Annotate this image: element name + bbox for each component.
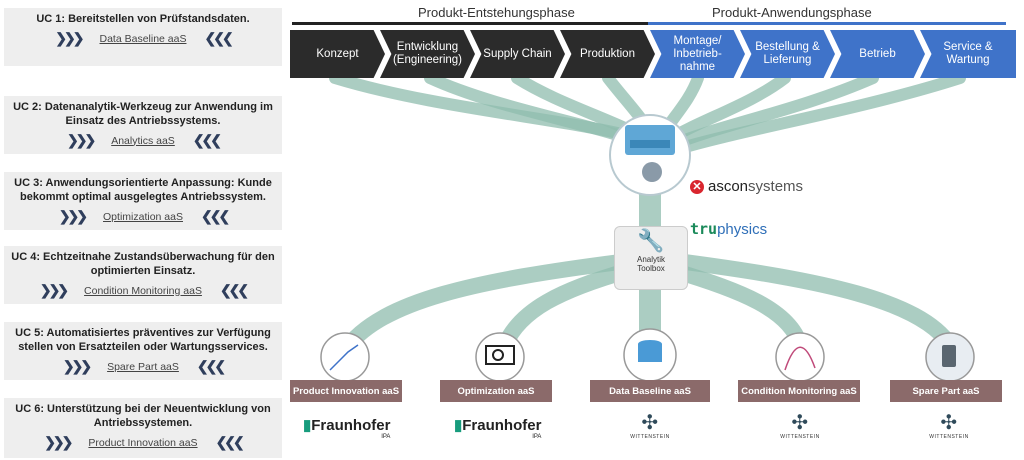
chevron-right-icon: ❯❯❯ [55,30,84,46]
use-case-link[interactable]: Condition Monitoring aaS [84,284,202,297]
wittenstein-mark-icon: ✣ [791,412,809,434]
phase-line-left [292,22,648,25]
wittenstein-text: WITTENSTEIN [780,434,820,440]
phase-betrieb: Betrieb [830,30,925,78]
stream-product-innovation [337,254,628,358]
phase-service: Service & Wartung [920,30,1016,78]
use-case-title: UC 4: Echtzeitnahe Zustandsüberwachung f… [11,251,275,277]
database-icon-body [638,344,662,362]
fraunhofer-text: Fraunhofer [462,417,542,434]
chevron-left-icon: ❮❮❮ [192,132,222,148]
phase-montage: Montage/ Inbetrieb- nahme [650,30,745,78]
fraunhofer-mark-icon: ▮ [454,417,463,434]
service-circle-condition [775,332,825,382]
wrench-hand-icon: 🔧 [637,228,665,253]
chevron-right-icon: ❯❯❯ [44,434,73,450]
phase-konzept: Konzept [290,30,385,78]
wittenstein-text: WITTENSTEIN [929,434,969,440]
use-case-title: UC 1: Bereitstellen von Prüfstandsdaten. [36,13,250,25]
use-case-3: UC 3: Anwendungsorientierte Anpassung: K… [4,172,282,230]
use-case-5: UC 5: Automatisiertes präventives zur Ve… [4,322,282,380]
fraunhofer-logo-1: ▮Fraunhofer IPA [303,416,390,440]
phone-icon [942,345,956,367]
phase-line-right [648,22,1006,25]
chevron-left-icon: ❮❮❮ [219,282,249,298]
phase-header-left: Produkt-Entstehungsphase [418,5,575,20]
stream-service [669,72,966,156]
fraunhofer-ipa: IPA [532,434,542,440]
use-case-title: UC 2: Datenanalytik-Werkzeug zur Anwendu… [13,101,273,127]
fraunhofer-mark-icon: ▮ [303,417,312,434]
use-case-link[interactable]: Optimization aaS [103,210,183,223]
monitor-icon [485,345,515,365]
phase-supply-chain: Supply Chain [470,30,565,78]
stream-betrieb [666,72,879,151]
phase-bestellung: Bestellung & Lieferung [740,30,835,78]
use-case-4: UC 4: Echtzeitnahe Zustandsüberwachung f… [4,246,282,304]
use-case-title: UC 6: Unterstützung bei der Neuentwicklu… [15,403,271,429]
chevron-right-icon: ❯❯❯ [66,132,96,148]
use-case-link[interactable]: Product Innovation aaS [88,436,198,449]
use-case-2: UC 2: Datenanalytik-Werkzeug zur Anwendu… [4,96,282,154]
service-circle-product-innovation [320,332,370,382]
wittenstein-logo-2: ✣ WITTENSTEIN [775,412,825,440]
chevron-left-icon: ❮❮❮ [215,434,245,450]
wittenstein-text: WITTENSTEIN [630,434,670,440]
wittenstein-logo-1: ✣ WITTENSTEIN [625,412,675,440]
chevron-left-icon: ❮❮❮ [196,358,226,374]
chevron-right-icon: ❯❯❯ [62,358,92,374]
use-case-1: UC 1: Bereitstellen von Prüfstandsdaten.… [4,8,282,66]
wittenstein-mark-icon: ✣ [940,412,958,434]
fraunhofer-text: Fraunhofer [311,417,391,434]
trend-icon [784,346,816,371]
phase-header-right: Produkt-Anwendungsphase [712,5,872,20]
chevron-right-icon: ❯❯❯ [58,208,88,224]
service-optimization[interactable]: Optimization aaS [440,380,552,402]
chevron-right-icon: ❯❯❯ [39,282,69,298]
toolbox-label-1: Analytik [636,255,665,264]
truphysics-text-b: physics [717,221,768,238]
truphysics-text-a: tru [690,220,718,238]
service-product-innovation[interactable]: Product Innovation aaS [290,380,402,402]
chart-icon [329,344,359,371]
phase-entwicklung: Entwicklung (Engineering) [380,30,475,78]
ascon-logo-text-b: systems [748,178,804,195]
toolbox-label-2: Toolbox [637,264,665,273]
stream-optimization [497,262,638,353]
use-case-title: UC 5: Automatisiertes präventives zur Ve… [15,327,271,353]
use-case-link[interactable]: Analytics aaS [111,134,175,147]
service-data-baseline[interactable]: Data Baseline aaS [590,380,710,402]
fraunhofer-logo-2: ▮Fraunhofer IPA [454,416,541,440]
wittenstein-logo-3: ✣ WITTENSTEIN [924,412,974,440]
magnifier-icon [492,349,504,361]
use-case-6: UC 6: Unterstützung bei der Neuentwicklu… [4,398,282,458]
test-bench-detail [630,140,670,148]
phase-row: Konzept Entwicklung (Engineering) Supply… [290,30,1020,78]
phase-produktion: Produktion [560,30,655,78]
chevron-left-icon: ❮❮❮ [204,30,233,46]
fraunhofer-ipa: IPA [381,434,391,440]
truphysics-logo: truphysics [690,220,767,238]
ascon-logo-icon: ✕ [690,179,704,194]
service-spare-part[interactable]: Spare Part aaS [890,380,1002,402]
chevron-left-icon: ❮❮❮ [200,208,230,224]
use-case-link[interactable]: Spare Part aaS [107,360,179,373]
analytics-toolbox[interactable]: 🔧 Analytik Toolbox [614,226,688,290]
use-case-link[interactable]: Data Baseline aaS [99,32,187,45]
service-condition-monitoring[interactable]: Condition Monitoring aaS [738,380,860,402]
stream-spare-part [677,254,958,353]
wittenstein-mark-icon: ✣ [641,412,659,434]
use-case-title: UC 3: Anwendungsorientierte Anpassung: K… [14,177,272,203]
ascon-logo-text-a: ascon [708,178,749,195]
gearbox-icon [642,162,662,182]
